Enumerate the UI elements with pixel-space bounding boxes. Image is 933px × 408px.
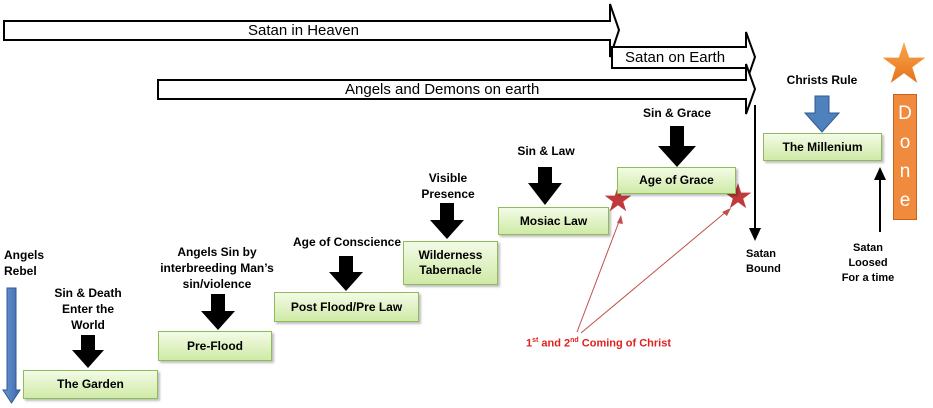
angels-demons-arrow <box>157 63 757 115</box>
age-of-grace-box: Age of Grace <box>617 167 736 194</box>
sin-death-arrow <box>72 335 104 368</box>
the-millenium-box: The Millenium <box>763 133 882 161</box>
satan-bound-arrowhead <box>749 228 761 241</box>
angels-sin-label: Angels Sin by interbreeding Man’s sin/vi… <box>160 245 274 291</box>
done-letter-e: e <box>899 190 911 211</box>
the-garden-box: The Garden <box>23 370 158 399</box>
satan-on-earth-arrow <box>611 31 757 84</box>
sin-grace-label: Sin & Grace <box>642 106 712 120</box>
angels-demons-label: Angels and Demons on earth <box>345 81 540 98</box>
pre-flood-box: Pre-Flood <box>158 331 272 361</box>
first-coming-arrowhead <box>617 215 623 224</box>
christs-rule-arrow <box>803 95 841 133</box>
second-coming-arrowhead <box>722 208 731 216</box>
sin-law-arrow <box>528 167 562 205</box>
satan-in-heaven-arrow <box>3 3 621 58</box>
angels-rebel-arrow <box>2 287 21 404</box>
satan-loosed-arrowhead <box>874 167 886 180</box>
first-coming-line <box>576 218 621 333</box>
done-letter-o: o <box>899 132 911 153</box>
second-coming-line <box>580 210 728 334</box>
first-coming-star <box>604 186 632 212</box>
age-of-conscience-label: Age of Conscience <box>292 235 402 249</box>
done-box: D o n e <box>893 94 917 220</box>
coming-of-christ-label: 1st and 2nd Coming of Christ <box>526 337 671 350</box>
wilderness-tabernacle-box: Wilderness Tabernacle <box>403 241 498 285</box>
satan-loosed-label: Satan Loosed For a time <box>841 242 895 284</box>
done-letter-d: D <box>898 103 912 124</box>
conscience-arrow <box>329 256 363 291</box>
visible-presence-arrow <box>430 203 464 239</box>
sin-law-label: Sin & Law <box>517 144 575 158</box>
satan-in-heaven-label: Satan in Heaven <box>248 22 359 39</box>
done-letter-n: n <box>899 161 911 182</box>
done-star <box>882 42 926 83</box>
visible-presence-label: Visible Presence <box>421 171 475 201</box>
second-coming-star <box>724 183 752 209</box>
sin-grace-arrow <box>658 126 696 167</box>
post-flood-box: Post Flood/Pre Law <box>274 292 419 322</box>
sin-death-label: Sin & Death Enter the World <box>54 286 122 332</box>
satan-on-earth-label: Satan on Earth <box>625 49 726 66</box>
angels-sin-arrow <box>201 294 235 330</box>
mosiac-law-box: Mosiac Law <box>498 207 609 235</box>
angels-rebel-label: Angels Rebel <box>4 248 45 278</box>
satan-bound-label: Satan Bound <box>746 248 781 275</box>
christs-rule-label: Christs Rule <box>786 73 858 87</box>
